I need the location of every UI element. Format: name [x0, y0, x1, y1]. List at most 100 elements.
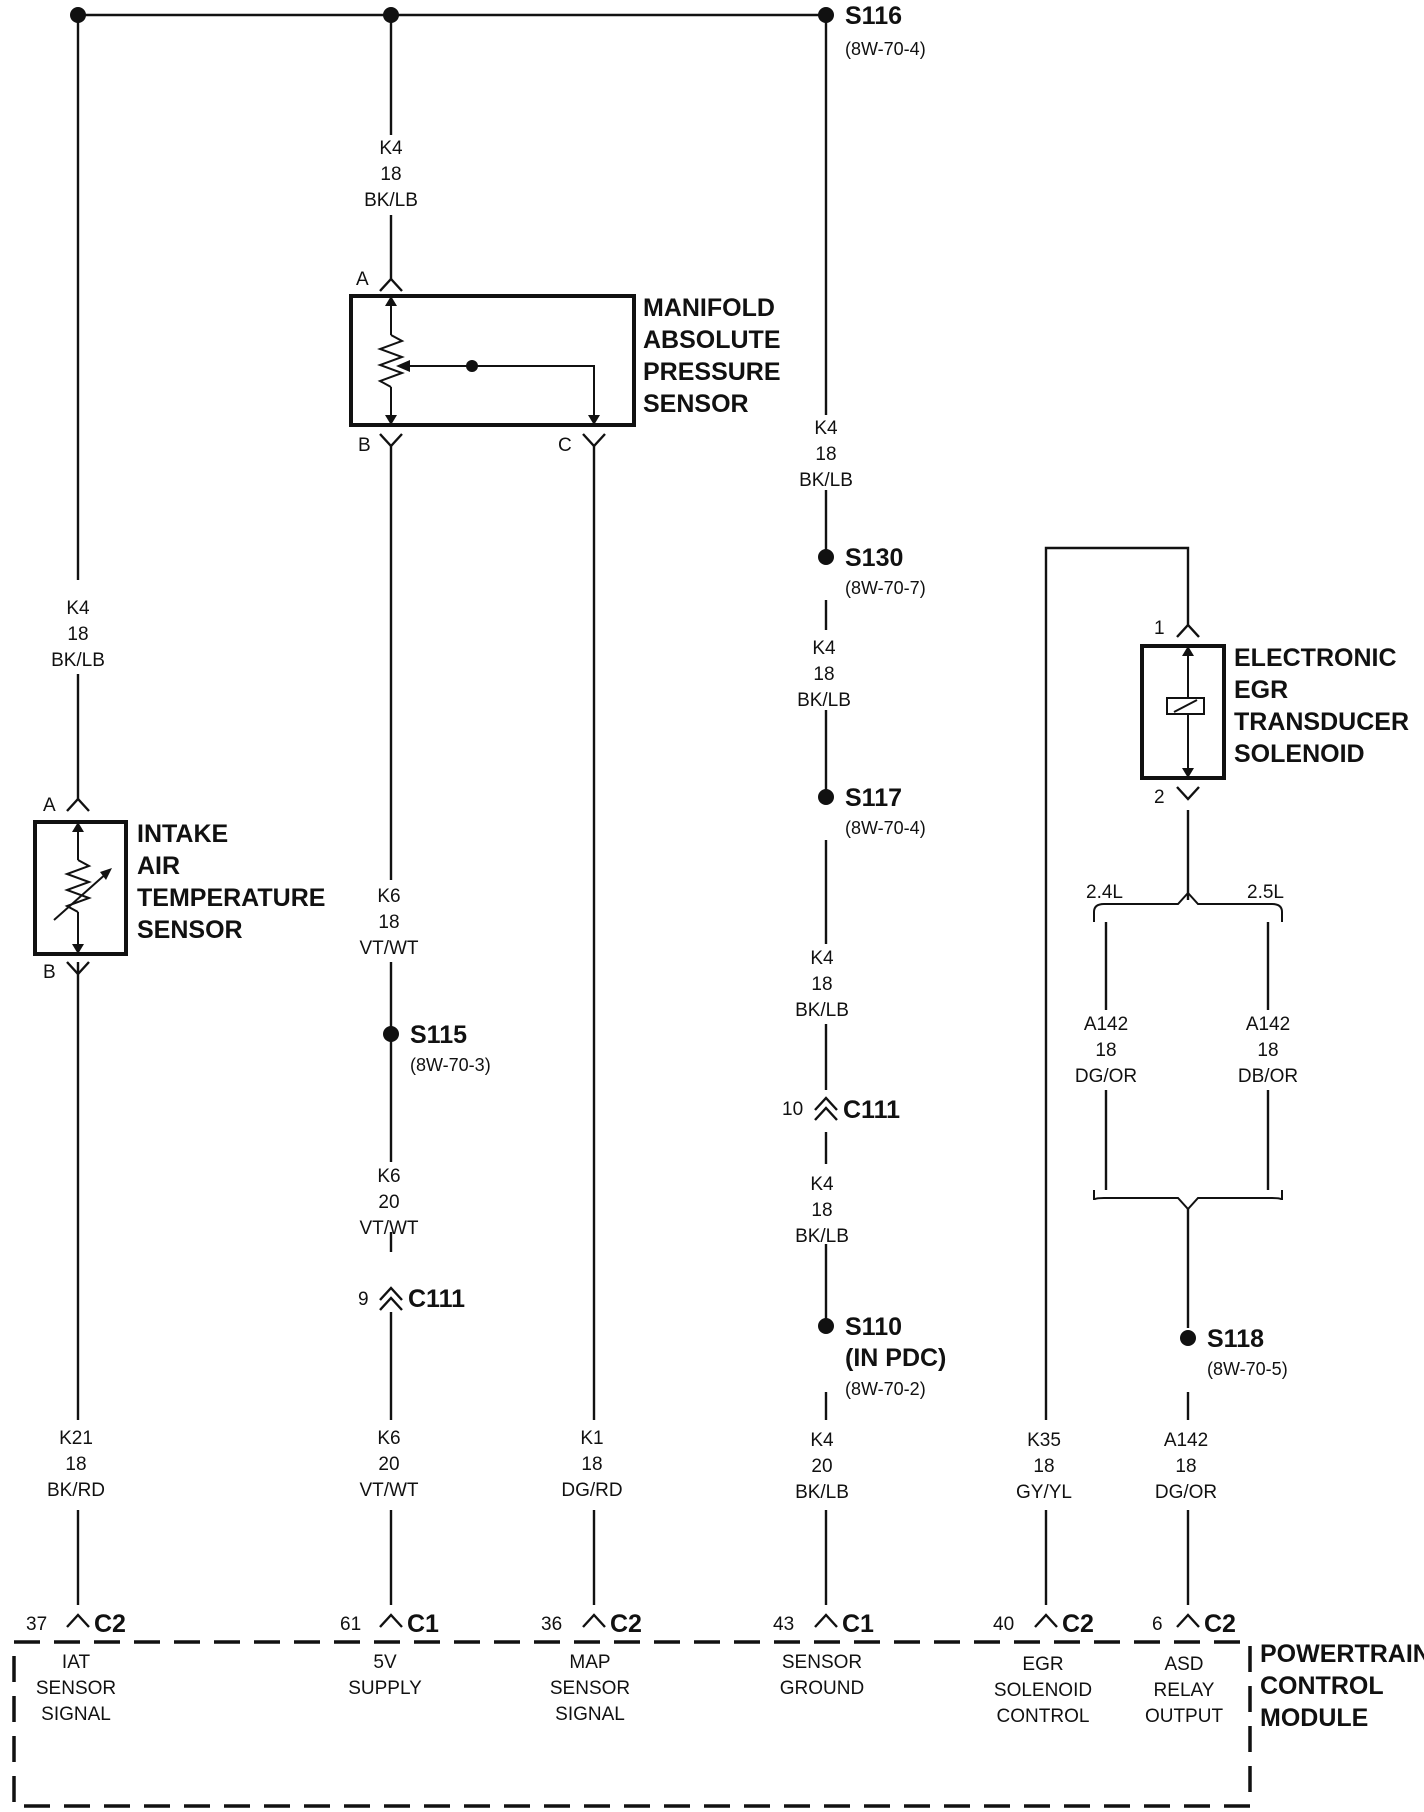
pcm-terminal-6-conn: C2	[1204, 1610, 1236, 1638]
wire-k4-d-circuit: K4	[810, 1174, 834, 1195]
pcm-terminal-37-line1: IAT	[62, 1652, 91, 1673]
c111-left-pin: 9	[358, 1289, 369, 1310]
wire-k21-gauge: 18	[65, 1454, 86, 1475]
pcm-title-2: CONTROL	[1260, 1672, 1384, 1700]
wire-k21-color: BK/RD	[47, 1480, 105, 1501]
wire-k4-map-circuit: K4	[379, 138, 403, 159]
egr-solenoid-title-4: SOLENOID	[1234, 740, 1365, 768]
splice-s117-label: S117	[845, 784, 902, 812]
k35-wire	[1044, 546, 1190, 1420]
variant-brace-top	[1093, 891, 1283, 922]
pcm-terminal-61-conn: C1	[407, 1610, 439, 1638]
pcm-terminal-43-line1: SENSOR	[782, 1652, 862, 1673]
wire-k1-color: DG/RD	[561, 1480, 622, 1501]
iat-sensor-title-2: AIR	[137, 852, 180, 880]
wire-k4-map-gauge: 18	[380, 164, 401, 185]
wire-k4-b-gauge: 18	[813, 664, 834, 685]
variant-label-left: 2.4L	[1086, 882, 1123, 903]
splice-s110-ref: (8W-70-2)	[845, 1379, 926, 1399]
splice-s116-dot	[818, 7, 834, 23]
wire-k6-b-circuit: K6	[377, 1166, 400, 1187]
wire-k4-c-color: BK/LB	[795, 1000, 849, 1021]
map-sensor-title-4: SENSOR	[643, 390, 749, 418]
egr-solenoid-title-1: ELECTRONIC	[1234, 644, 1397, 672]
iat-sensor	[33, 797, 128, 976]
pcm-terminal-37-line2: SENSOR	[36, 1678, 116, 1699]
wire-k4-d-color: BK/LB	[795, 1226, 849, 1247]
splice-s130-label: S130	[845, 544, 903, 572]
wire-k4-b-color: BK/LB	[797, 690, 851, 711]
wire-k35-circuit: K35	[1027, 1430, 1061, 1451]
pcm-terminal-40-conn: C2	[1062, 1610, 1094, 1638]
splice-s130-dot	[818, 549, 834, 565]
map-sensor-pin-b: B	[358, 435, 371, 456]
wire-k35-gauge: 18	[1033, 1456, 1054, 1477]
map-sensor-title-3: PRESSURE	[643, 358, 781, 386]
pcm-terminal-6-line1: ASD	[1164, 1654, 1203, 1675]
splice-s116-ref: (8W-70-4)	[845, 39, 926, 59]
wire-a142-right-circuit: A142	[1246, 1014, 1290, 1035]
pcm-terminal-61	[379, 1613, 403, 1628]
pcm-terminal-40-line3: CONTROL	[997, 1706, 1090, 1727]
variant-brace-bottom	[1093, 1190, 1283, 1211]
splice-s118-ref: (8W-70-5)	[1207, 1359, 1288, 1379]
egr-solenoid	[1140, 623, 1226, 801]
pcm-terminal-43	[814, 1613, 838, 1628]
pcm-title-3: MODULE	[1260, 1704, 1368, 1732]
pcm-terminal-40-pin: 40	[993, 1614, 1014, 1635]
splice-s110-dot	[818, 1318, 834, 1334]
splice-s115-ref: (8W-70-3)	[410, 1055, 491, 1075]
wire-k1-circuit: K1	[580, 1428, 603, 1449]
pcm-terminal-6	[1176, 1613, 1200, 1628]
wire-k6-a-gauge: 18	[378, 912, 399, 933]
wire-a142-bottom-color: DG/OR	[1155, 1482, 1217, 1503]
map-sensor-title-1: MANIFOLD	[643, 294, 775, 322]
pcm-terminal-36-line3: SIGNAL	[555, 1704, 625, 1725]
wire-a142-left-circuit: A142	[1084, 1014, 1128, 1035]
splice-s110-label: S110	[845, 1313, 902, 1341]
pcm-terminal-37	[66, 1613, 90, 1628]
wire-k4-a-color: BK/LB	[799, 470, 853, 491]
pcm-terminal-40-line2: SOLENOID	[994, 1680, 1092, 1701]
wire-k4-a-circuit: K4	[814, 418, 838, 439]
wire-a142-left-color: DG/OR	[1075, 1066, 1137, 1087]
wire-k6-a-circuit: K6	[377, 886, 400, 907]
pcm-terminal-36-line1: MAP	[569, 1652, 610, 1673]
wire-k6-c-color: VT/WT	[359, 1480, 418, 1501]
pcm-terminal-43-pin: 43	[773, 1614, 794, 1635]
wire-k6-a-color: VT/WT	[359, 938, 418, 959]
egr-solenoid-pin-2: 2	[1154, 787, 1165, 808]
pcm-terminal-61-pin: 61	[340, 1614, 361, 1635]
wire-k6-c-gauge: 20	[378, 1454, 399, 1475]
pcm-terminal-43-conn: C1	[842, 1610, 874, 1638]
pcm-outline	[12, 1640, 1252, 1808]
wire-k4-c-circuit: K4	[810, 948, 834, 969]
pcm-terminal-37-line3: SIGNAL	[41, 1704, 111, 1725]
wire-k4-iat-color: BK/LB	[51, 650, 105, 671]
map-sensor-pin-c: C	[558, 435, 572, 456]
splice-s115-label: S115	[410, 1021, 467, 1049]
wire-k4-iat-circuit: K4	[66, 598, 90, 619]
pcm-terminal-40-line1: EGR	[1022, 1654, 1063, 1675]
c111-left-name: C111	[408, 1285, 465, 1313]
top-bus-splice-mid	[383, 7, 399, 23]
iat-sensor-title-4: SENSOR	[137, 916, 243, 944]
wire-k4-iat-gauge: 18	[67, 624, 88, 645]
egr-solenoid-title-3: TRANSDUCER	[1234, 708, 1409, 736]
pcm-terminal-61-line1: 5V	[373, 1652, 397, 1673]
c111-right-name: C111	[843, 1096, 900, 1124]
pcm-terminal-40	[1034, 1613, 1058, 1628]
iat-sensor-title-1: INTAKE	[137, 820, 228, 848]
splice-s117-ref: (8W-70-4)	[845, 818, 926, 838]
wire-k6-b-color: VT/WT	[359, 1218, 418, 1239]
c111-left-connector	[379, 1286, 403, 1311]
pcm-terminal-6-line2: RELAY	[1154, 1680, 1215, 1701]
wire-a142-bottom-circuit: A142	[1164, 1430, 1208, 1451]
splice-s116-label: S116	[845, 2, 902, 30]
wire-a142-bottom-gauge: 18	[1175, 1456, 1196, 1477]
map-sensor-pin-a: A	[356, 269, 369, 290]
wire-k6-c-circuit: K6	[377, 1428, 400, 1449]
wire-k4-e-circuit: K4	[810, 1430, 834, 1451]
top-bus-splice-left	[70, 7, 86, 23]
